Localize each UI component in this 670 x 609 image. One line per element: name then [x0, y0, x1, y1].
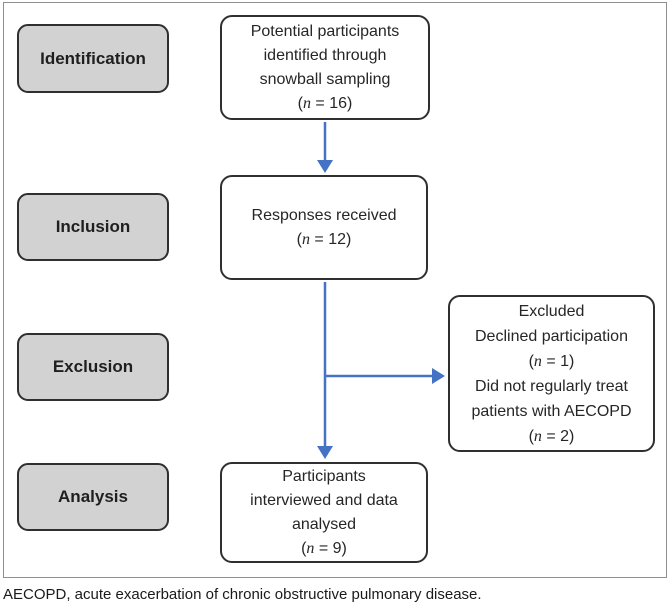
flow-box-analysed-count: (n = 9)	[301, 539, 347, 557]
flow-box-excluded-reason2: patients with AECOPD	[471, 402, 632, 420]
stage-box-inclusion: Inclusion	[17, 193, 169, 261]
flow-box-responses-line: Responses received	[251, 206, 397, 224]
stage-label-exclusion: Exclusion	[52, 357, 134, 376]
n-variable: n	[306, 539, 315, 557]
stage-box-analysis: Analysis	[17, 463, 169, 531]
flow-box-identified-line: snowball sampling	[259, 70, 391, 88]
flow-box-identified-count: (n = 16)	[297, 94, 353, 112]
flow-box-identified-line: identified through	[263, 46, 387, 64]
flow-box-responses-count: (n = 12)	[296, 230, 352, 248]
flow-box-excluded-count2: (n = 2)	[528, 427, 575, 445]
figure-caption: AECOPD, acute exacerbation of chronic ob…	[3, 586, 482, 603]
n-variable: n	[302, 94, 311, 112]
stage-label-analysis: Analysis	[58, 487, 128, 506]
n-variable: n	[533, 427, 542, 445]
flow-box-excluded-count1: (n = 1)	[528, 352, 575, 370]
flow-box-analysed-line: Participants	[282, 467, 366, 485]
n-variable: n	[533, 352, 542, 370]
flow-box-excluded-reason1: Declined participation	[475, 327, 628, 345]
flow-box-excluded-reason2: Did not regularly treat	[475, 377, 628, 395]
flow-box-identified: Potential participants identified throug…	[220, 15, 430, 120]
flow-box-excluded: Excluded Declined participation (n = 1) …	[448, 295, 655, 452]
flow-box-analysed-line: analysed	[291, 515, 357, 533]
n-variable: n	[301, 230, 310, 248]
stage-label-identification: Identification	[40, 48, 146, 68]
flow-box-analysed: Participants interviewed and data analys…	[220, 462, 428, 563]
stage-label-inclusion: Inclusion	[55, 217, 131, 236]
flow-box-analysed-line: interviewed and data	[250, 491, 398, 509]
flow-box-excluded-title: Excluded	[518, 302, 585, 320]
flow-box-identified-line: Potential participants	[250, 22, 400, 40]
stage-box-identification: Identification	[17, 24, 169, 93]
stage-box-exclusion: Exclusion	[17, 333, 169, 401]
flow-box-responses: Responses received (n = 12)	[220, 175, 428, 280]
